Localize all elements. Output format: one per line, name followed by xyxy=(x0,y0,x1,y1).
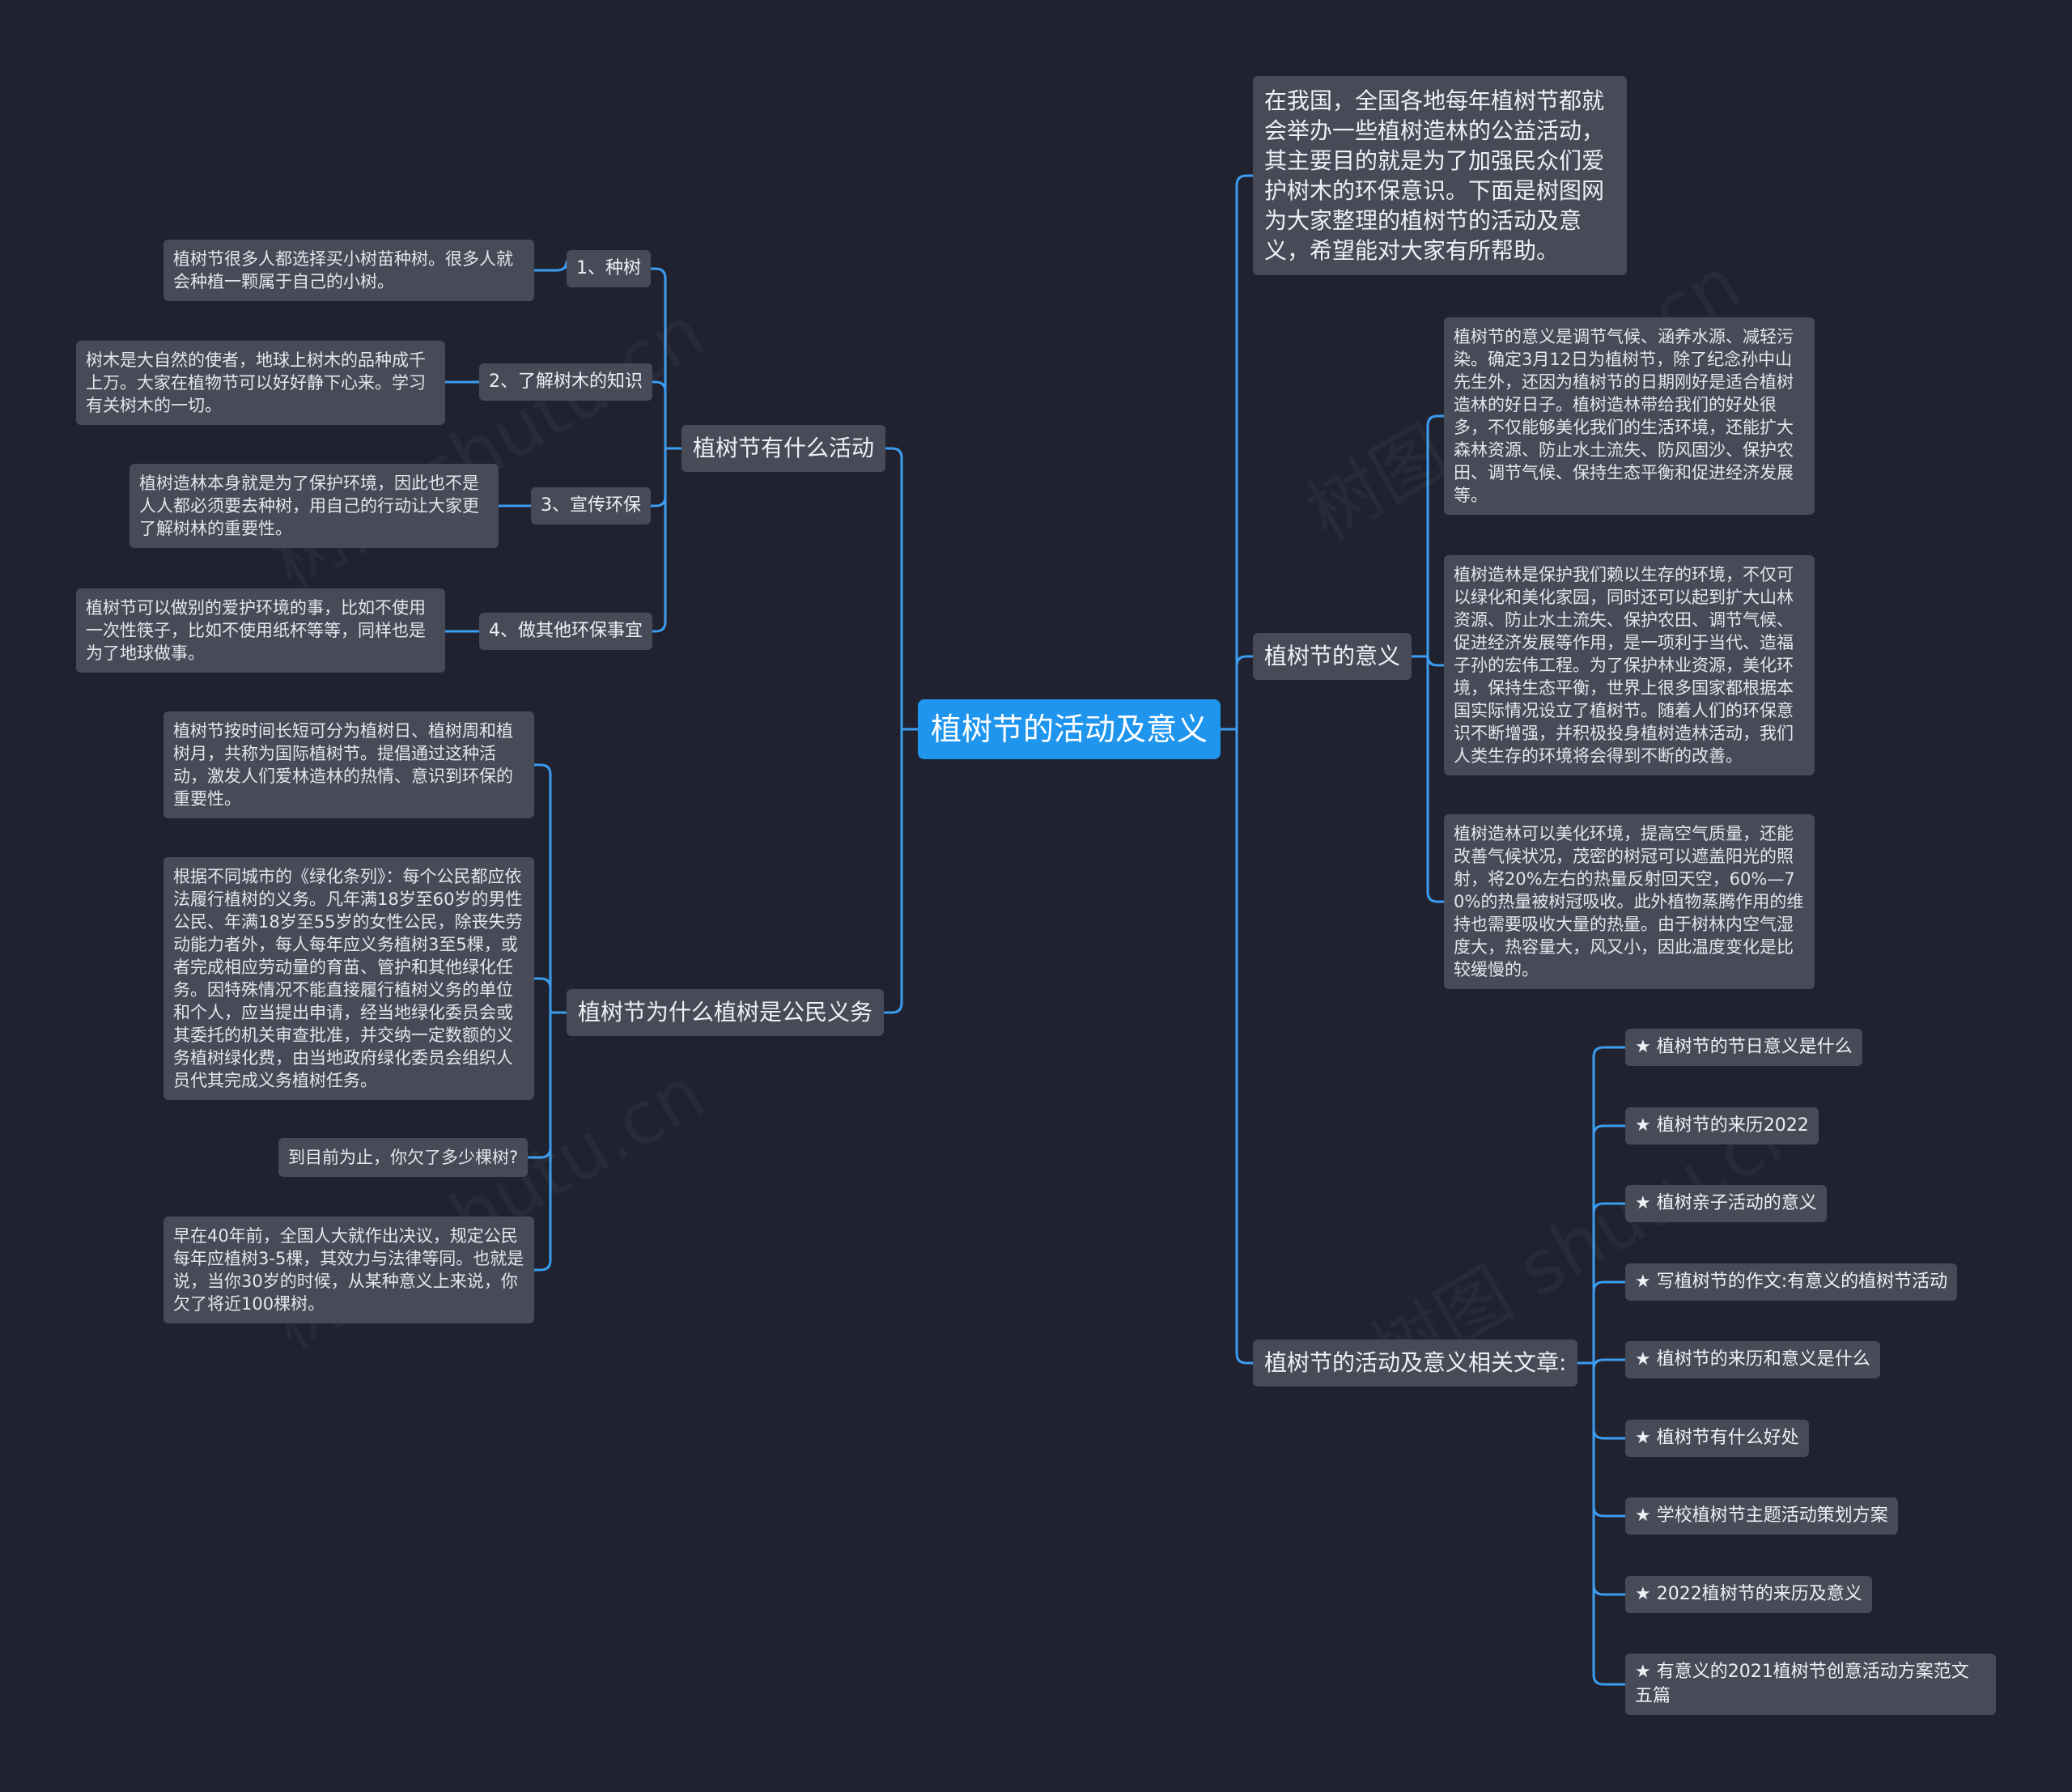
connector-line xyxy=(534,260,568,272)
connector-line xyxy=(1577,1046,1625,1365)
connector-line xyxy=(1577,1361,1625,1596)
connector-line xyxy=(652,447,681,633)
connector-line xyxy=(1577,1358,1625,1370)
connector-line xyxy=(534,763,567,1014)
related-article-link[interactable]: ★ 学校植树节主题活动策划方案 xyxy=(1625,1497,1898,1535)
connector-line xyxy=(1577,1361,1625,1440)
activity-item-detail: 植树造林本身就是为了保护环境，因此也不是人人都必须要去种树，用自己的行动让大家更… xyxy=(130,464,499,548)
related-article-link[interactable]: ★ 有意义的2021植树节创意活动方案范文五篇 xyxy=(1625,1654,1996,1715)
civic-duty-detail: 根据不同城市的《绿化条列》：每个公民都应依法履行植树的义务。凡年满18岁至60岁… xyxy=(163,857,534,1100)
intro-text: 在我国，全国各地每年植树节都就会举办一些植树造林的公益活动，其主要目的就是为了加… xyxy=(1253,76,1627,275)
connector-line xyxy=(652,380,681,450)
branch-meaning[interactable]: 植树节的意义 xyxy=(1253,633,1412,680)
connector-line xyxy=(885,447,918,731)
root-node[interactable]: 植树节的活动及意义 xyxy=(918,699,1221,759)
related-article-link[interactable]: ★ 2022植树节的来历及意义 xyxy=(1625,1576,1872,1613)
connector-line xyxy=(1221,728,1253,1365)
connector-line xyxy=(884,728,918,1014)
related-article-link[interactable]: ★ 植树节的来历2022 xyxy=(1625,1107,1819,1144)
connector-line xyxy=(534,1011,567,1272)
meaning-detail: 植树节的意义是调节气候、涵养水源、减轻污染。确定3月12日为植树节，除了纪念孙中… xyxy=(1444,317,1815,515)
activity-item-detail: 植树节可以做别的爱护环境的事，比如不使用一次性筷子，比如不使用纸杯等等，同样也是… xyxy=(76,588,445,673)
branch-related-articles[interactable]: 植树节的活动及意义相关文章: xyxy=(1253,1340,1578,1386)
activity-item-label[interactable]: 4、做其他环保事宜 xyxy=(479,613,652,650)
branch-activities[interactable]: 植树节有什么活动 xyxy=(681,425,886,472)
branch-civic-duty[interactable]: 植树节为什么植树是公民义务 xyxy=(567,989,885,1036)
connector-line xyxy=(1577,1202,1625,1365)
activity-item-label[interactable]: 1、种树 xyxy=(567,250,651,287)
connector-line xyxy=(534,977,567,1014)
activity-item-label[interactable]: 3、宣传环保 xyxy=(531,487,651,524)
civic-duty-detail: 植树节按时间长短可分为植树日、植树周和植树月，共称为国际植树节。提倡通过这种活动… xyxy=(163,711,534,818)
civic-duty-detail: 到目前为止，你欠了多少棵树? xyxy=(278,1138,529,1177)
connector-line xyxy=(651,267,681,450)
connector-line xyxy=(1577,1361,1625,1686)
civic-duty-detail: 早在40年前，全国人大就作出决议，规定公民每年应植树3-5棵，其效力与法律等同。… xyxy=(163,1217,534,1323)
activity-item-detail: 植树节很多人都选择买小树苗种树。很多人就会种植一颗属于自己的小树。 xyxy=(163,240,534,301)
meaning-detail: 植树造林是保护我们赖以生存的环境，不仅可以绿化和美化家园，同时还可以起到扩大山林… xyxy=(1444,555,1815,775)
activity-item-label[interactable]: 2、了解树木的知识 xyxy=(479,363,652,401)
related-article-link[interactable]: ★ 写植树节的作文:有意义的植树节活动 xyxy=(1625,1263,1958,1301)
related-article-link[interactable]: ★ 植树节的节日意义是什么 xyxy=(1625,1029,1862,1066)
related-article-link[interactable]: ★ 植树节有什么好处 xyxy=(1625,1420,1809,1457)
connector-line xyxy=(1221,174,1253,731)
related-article-link[interactable]: ★ 植树亲子活动的意义 xyxy=(1625,1185,1827,1222)
connector-line xyxy=(1412,655,1444,903)
connector-line xyxy=(1577,1124,1625,1365)
connector-line xyxy=(1221,655,1253,731)
activity-item-detail: 树木是大自然的使者，地球上树木的品种成千上万。大家在植物节可以好好静下心来。学习… xyxy=(76,341,445,425)
related-article-link[interactable]: ★ 植树节的来历和意义是什么 xyxy=(1625,1341,1880,1378)
connector-line xyxy=(1577,1280,1625,1365)
meaning-detail: 植树造林可以美化环境，提高空气质量，还能改善气候状况，茂密的树冠可以遮盖阳光的照… xyxy=(1444,814,1815,989)
connector-line xyxy=(1412,414,1444,658)
